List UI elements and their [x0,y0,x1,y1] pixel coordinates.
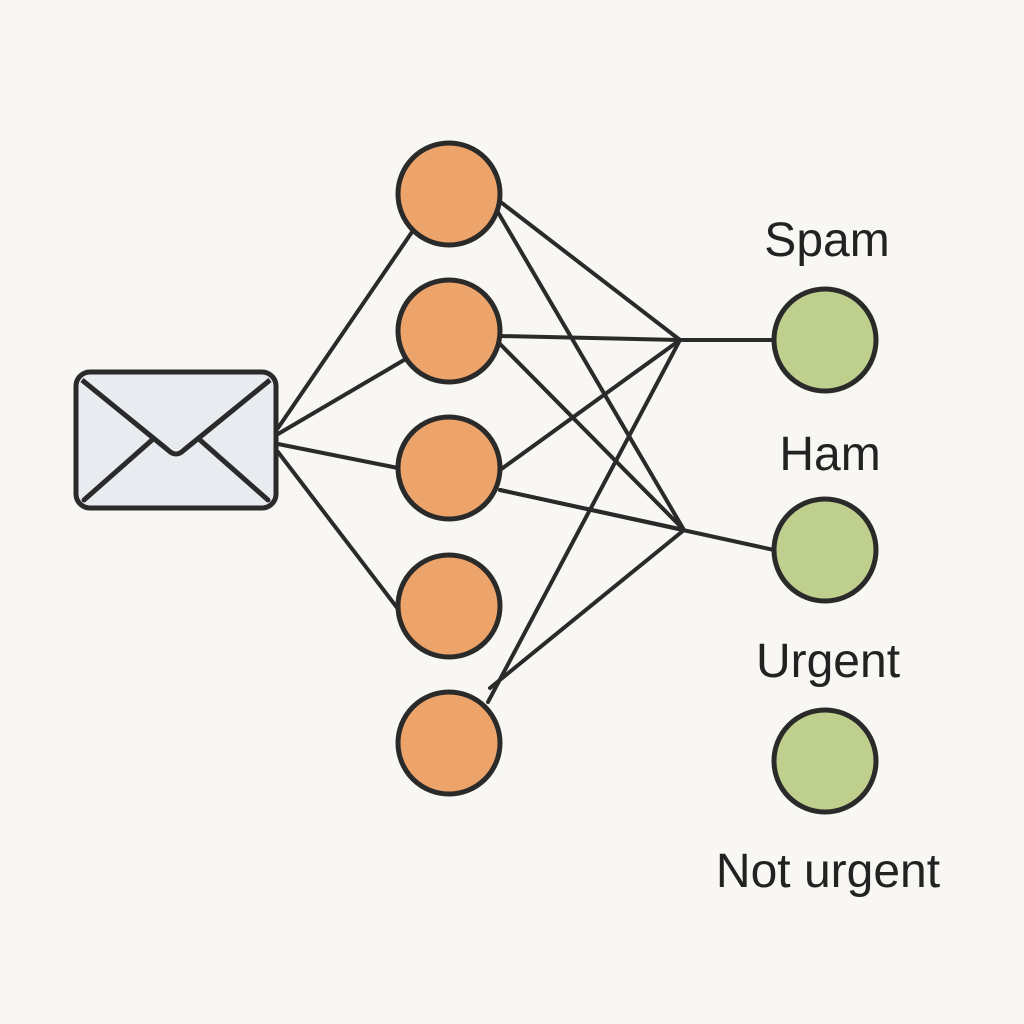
label-spam: Spam [764,214,889,267]
connection-input-hidden-3 [276,442,400,470]
hidden-node-3 [395,414,503,522]
connection-h5-j2 [488,528,686,690]
connection-input-hidden-2 [276,358,406,436]
input-connections [276,230,414,624]
envelope-right-fold [197,437,271,503]
output-node-urgent [771,707,879,815]
output-connections [498,338,776,552]
envelope-body [73,369,279,511]
envelope-icon [73,369,279,511]
connection-h2-j2 [496,340,686,532]
output-labels: Spam Ham Urgent Not urgent [716,214,940,898]
hidden-node-4 [395,552,503,660]
connection-h2-j1 [498,334,682,342]
hidden-node-2 [395,277,503,385]
connection-h3-j1 [498,338,682,472]
connection-input-hidden-4 [276,450,410,624]
envelope-flap [80,378,272,457]
output-node-ham [771,496,879,604]
label-urgent: Urgent [756,635,900,688]
hidden-layer [395,140,503,797]
connection-h1-j1 [496,198,682,342]
output-node-spam [771,286,879,394]
hidden-node-1 [395,140,503,248]
label-ham: Ham [779,428,880,481]
envelope-left-fold [81,437,155,503]
connection-h3-ham [498,488,776,552]
connection-input-hidden-1 [276,230,414,430]
hidden-node-5 [395,689,503,797]
output-layer [771,286,879,815]
connection-h5-j1 [486,338,682,704]
connection-h1-j2 [490,200,686,532]
label-not-urgent: Not urgent [716,845,940,898]
